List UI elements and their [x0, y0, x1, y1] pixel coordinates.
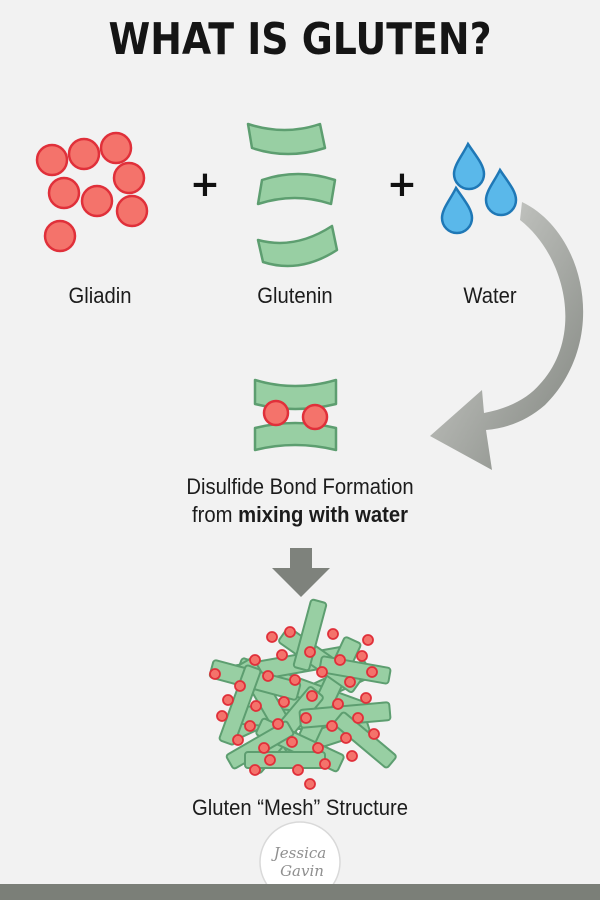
- mesh-gliadin-dot: [222, 694, 234, 706]
- mesh-gliadin-dot: [326, 720, 338, 732]
- mesh-gliadin-dot: [232, 734, 244, 746]
- mesh-gliadin-dot: [276, 649, 288, 661]
- mesh-gliadin-dot: [250, 700, 262, 712]
- mesh-gliadin-dot: [352, 712, 364, 724]
- mesh-gliadin-dot: [266, 631, 278, 643]
- gliadin-circle: [115, 194, 149, 228]
- gliadin-circle: [301, 403, 329, 431]
- mesh-gliadin-dot: [249, 654, 261, 666]
- disulfide-bond-illustration: [253, 378, 338, 452]
- gliadin-circle: [67, 137, 101, 171]
- mesh-gliadin-dot: [362, 634, 374, 646]
- mesh-strand: [292, 598, 328, 672]
- gliadin-circle: [99, 131, 133, 165]
- gluten-mesh: [208, 598, 397, 790]
- mesh-gliadin-dot: [344, 676, 356, 688]
- mesh-gliadin-dot: [368, 728, 380, 740]
- gliadin-circle: [112, 161, 146, 195]
- gliadin-circle: [43, 219, 77, 253]
- mesh-gliadin-dot: [334, 654, 346, 666]
- water-drop-icon: [440, 185, 474, 235]
- gliadin-circle: [262, 399, 290, 427]
- mesh-gliadin-dot: [327, 628, 339, 640]
- mesh-gliadin-dot: [284, 626, 296, 638]
- mesh-gliadin-dot: [356, 650, 368, 662]
- mesh-gliadin-dot: [262, 670, 274, 682]
- down-arrow-icon: [272, 548, 330, 597]
- gliadin-label: Gliadin: [68, 283, 132, 308]
- mesh-gliadin-dot: [249, 764, 261, 776]
- curved-arrow-icon: [430, 202, 584, 470]
- bond-emphasis: mixing with water: [238, 502, 408, 527]
- mesh-gliadin-dot: [332, 698, 344, 710]
- mesh-gliadin-dot: [340, 732, 352, 744]
- mesh-gliadin-dot: [312, 742, 324, 754]
- bond-formation-text: Disulfide Bond Formation from mixing wit…: [134, 473, 465, 529]
- glutenin-strand: [256, 224, 339, 268]
- page-title: WHAT IS GLUTEN?: [108, 14, 492, 65]
- jessica-gavin-logo: Jessica Gavin: [259, 821, 341, 900]
- mesh-gliadin-dot: [244, 720, 256, 732]
- bond-formation-line2: from mixing with water: [192, 502, 408, 527]
- mesh-gliadin-dot: [209, 668, 221, 680]
- mesh-gliadin-dot: [286, 736, 298, 748]
- mesh-gliadin-dot: [316, 666, 328, 678]
- svg-text:Gavin: Gavin: [280, 862, 324, 880]
- mesh-structure-label: Gluten “Mesh” Structure: [192, 795, 408, 820]
- footer-bar: [0, 884, 600, 900]
- gliadin-circle: [80, 184, 114, 218]
- svg-text:Jessica: Jessica: [271, 844, 326, 862]
- gliadin-circle: [35, 143, 69, 177]
- mesh-gliadin-dot: [360, 692, 372, 704]
- mesh-gliadin-dot: [289, 674, 301, 686]
- gliadin-circle: [47, 176, 81, 210]
- glutenin-strands: [246, 122, 339, 268]
- mesh-gliadin-dot: [216, 710, 228, 722]
- glutenin-strand: [253, 421, 338, 452]
- water-drops: [440, 141, 518, 235]
- bond-formation-line1: Disulfide Bond Formation: [186, 474, 414, 499]
- mesh-gliadin-dot: [304, 646, 316, 658]
- water-drop-icon: [452, 141, 486, 191]
- glutenin-label: Glutenin: [257, 283, 333, 308]
- mesh-gliadin-dot: [264, 754, 276, 766]
- glutenin-strand: [246, 122, 327, 156]
- gliadin-molecule-cluster: [35, 131, 149, 253]
- plus-sign: +: [190, 164, 220, 205]
- plus-sign: +: [387, 164, 417, 205]
- water-label: Water: [463, 283, 517, 308]
- mesh-gliadin-dot: [366, 666, 378, 678]
- mesh-gliadin-dot: [278, 696, 290, 708]
- mesh-gliadin-dot: [258, 742, 270, 754]
- water-drop-icon: [484, 167, 518, 217]
- glutenin-strand: [256, 172, 337, 206]
- mesh-gliadin-dot: [272, 718, 284, 730]
- mesh-gliadin-dot: [346, 750, 358, 762]
- mesh-gliadin-dot: [300, 712, 312, 724]
- mesh-gliadin-dot: [319, 758, 331, 770]
- mesh-gliadin-dot: [306, 690, 318, 702]
- mesh-gliadin-dot: [292, 764, 304, 776]
- mesh-gliadin-dot: [304, 778, 316, 790]
- mesh-gliadin-dot: [234, 680, 246, 692]
